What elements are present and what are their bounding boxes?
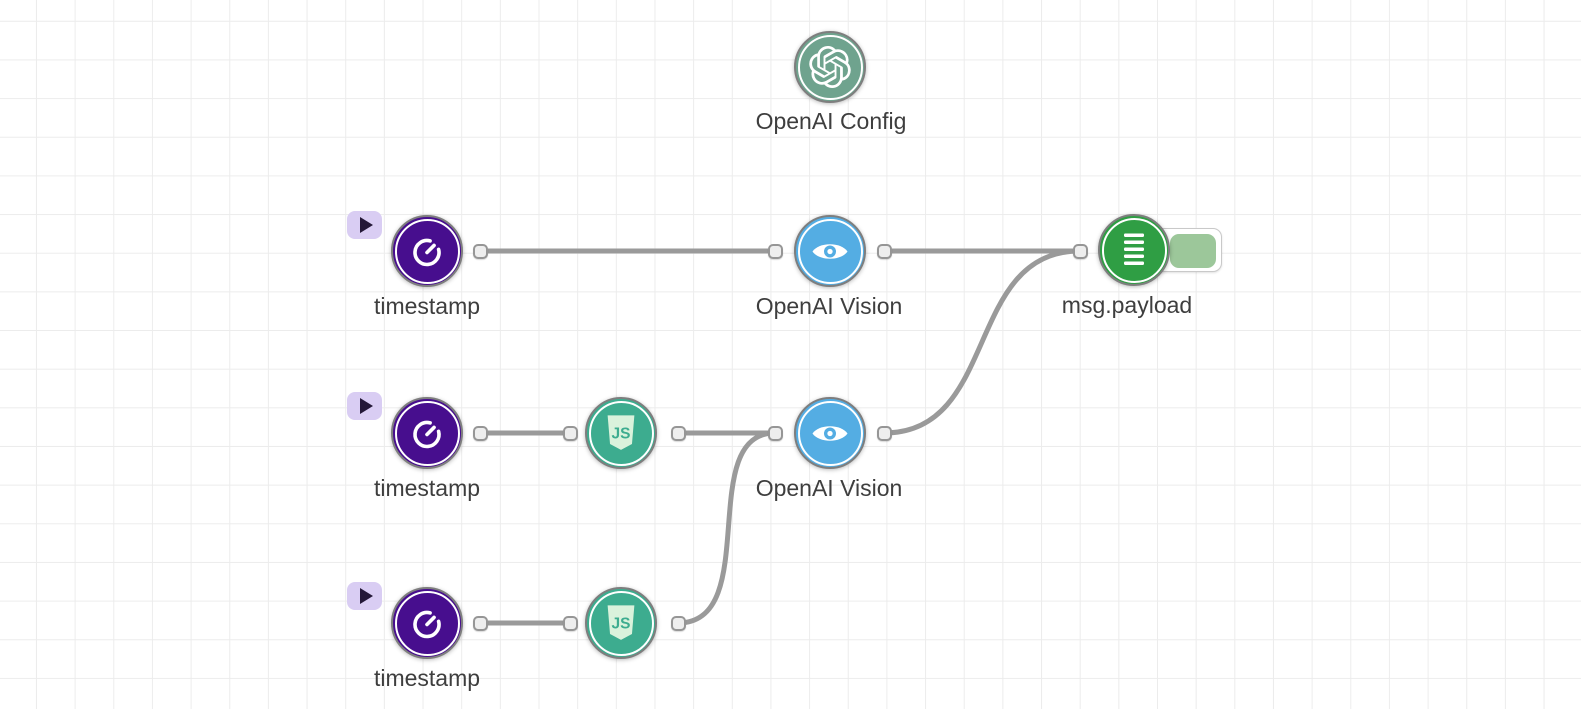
- node-label: timestamp: [373, 665, 481, 691]
- openai-logo-icon: [809, 46, 851, 88]
- inject-trigger-button[interactable]: [347, 392, 382, 420]
- input-port[interactable]: [1072, 243, 1088, 259]
- js-shield-icon: JS: [607, 605, 635, 640]
- play-icon: [359, 588, 373, 604]
- eye-icon: [812, 425, 848, 441]
- stopwatch-icon: [413, 420, 441, 449]
- output-port[interactable]: [670, 425, 686, 441]
- node-label: OpenAI Vision: [755, 293, 903, 319]
- input-port[interactable]: [767, 425, 783, 441]
- eye-icon: [812, 243, 848, 259]
- svg-text:JS: JS: [612, 426, 631, 443]
- play-icon: [359, 217, 373, 233]
- node-label: timestamp: [373, 293, 481, 319]
- output-port[interactable]: [876, 425, 892, 441]
- node-openai-vision[interactable]: [794, 397, 866, 469]
- output-port[interactable]: [472, 243, 488, 259]
- js-shield-icon: JS: [607, 415, 635, 450]
- node-openai-config[interactable]: [794, 31, 866, 103]
- node-inject-timestamp[interactable]: [391, 397, 463, 469]
- svg-text:JS: JS: [612, 616, 631, 633]
- output-port[interactable]: [876, 243, 892, 259]
- debug-enable-toggle[interactable]: [1170, 234, 1216, 268]
- output-port[interactable]: [472, 615, 488, 631]
- node-label: OpenAI Config: [755, 108, 907, 134]
- node-inject-timestamp[interactable]: [391, 587, 463, 659]
- node-function-js[interactable]: JS: [585, 587, 657, 659]
- node-label: msg.payload: [1061, 292, 1193, 318]
- inject-trigger-button[interactable]: [347, 582, 382, 610]
- inject-trigger-button[interactable]: [347, 211, 382, 239]
- stopwatch-icon: [413, 610, 441, 639]
- input-port[interactable]: [562, 425, 578, 441]
- node-label: OpenAI Vision: [755, 475, 903, 501]
- node-debug-msg-payload[interactable]: [1098, 214, 1170, 286]
- debug-list-icon: [1124, 233, 1144, 265]
- input-port[interactable]: [767, 243, 783, 259]
- output-port[interactable]: [472, 425, 488, 441]
- stopwatch-icon: [413, 238, 441, 267]
- node-inject-timestamp[interactable]: [391, 215, 463, 287]
- node-openai-vision[interactable]: [794, 215, 866, 287]
- node-function-js[interactable]: JS: [585, 397, 657, 469]
- wire[interactable]: [881, 248, 1083, 436]
- output-port[interactable]: [670, 615, 686, 631]
- input-port[interactable]: [562, 615, 578, 631]
- node-label: timestamp: [373, 475, 481, 501]
- wire[interactable]: [675, 430, 778, 626]
- play-icon: [359, 398, 373, 414]
